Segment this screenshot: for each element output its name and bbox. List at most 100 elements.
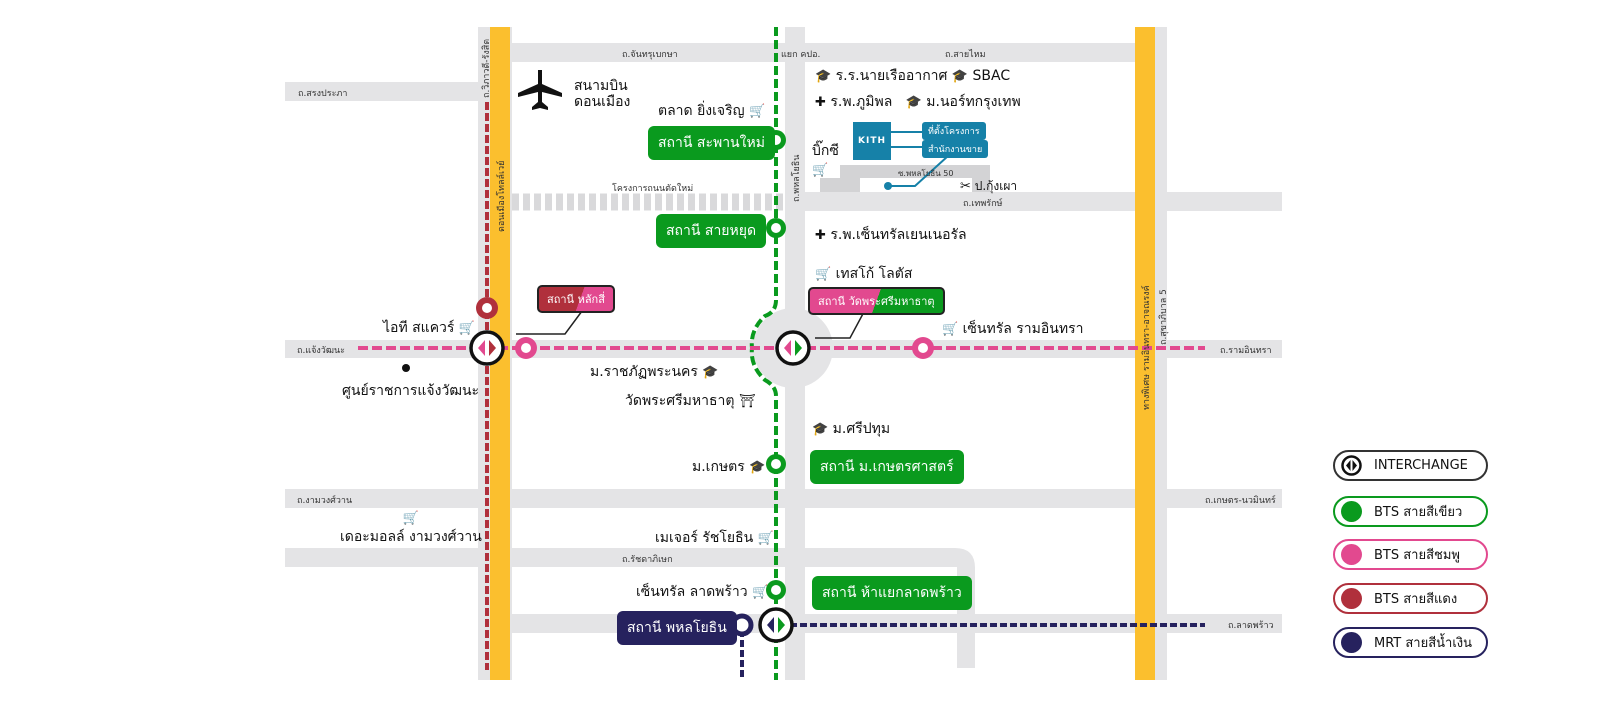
utensils-icon: ✂: [960, 179, 971, 194]
poi-it-square: ไอที สแควร์ 🛒: [383, 317, 475, 339]
legend-bts-red: BTS สายสีแดง: [1333, 583, 1488, 614]
green-dot-icon: [1341, 501, 1362, 522]
poi-tesco: 🛒 เทสโก้ โลตัส: [815, 263, 912, 285]
interchange-icons: [469, 330, 811, 643]
poi-rajabhat: ม.ราชภัฏพระนคร 🎓: [590, 361, 719, 383]
road-label: ถ.แจ้งวัฒนะ: [297, 346, 345, 356]
road-label: แยก คปอ.: [781, 50, 821, 60]
airplane-icon: [518, 70, 562, 110]
road-label: ถ.งามวงศ์วาน: [297, 496, 353, 506]
project-logo: KITH: [853, 122, 891, 160]
station-lak-si[interactable]: สถานี หลักสี่: [537, 285, 615, 313]
ram-inthra-expressway: [1135, 27, 1155, 680]
poi-hospital: ✚ ร.พ.ภูมิพล 🎓 ม.นอร์ทกรุงเทพ: [815, 91, 1021, 113]
road-label: ถ.สรงประภา: [298, 89, 348, 99]
legend-label: MRT สายสีน้ำเงิน: [1374, 636, 1473, 651]
poi-label: ม.นอร์ทกรุงเทพ: [926, 94, 1021, 110]
cart-icon: 🛒: [458, 321, 476, 336]
legend-label: BTS สายสีชมพู: [1374, 548, 1460, 563]
gov-center-dot: [402, 364, 410, 372]
poi-label: ไอที สแควร์: [383, 320, 455, 336]
poi-label: ม.ราชภัฏพระนคร: [590, 364, 698, 380]
ratchadaphisek-road: [285, 548, 975, 668]
project-site-tag: ที่ตั้งโครงการ: [922, 122, 986, 140]
poi-label: ม.ศรีปทุม: [832, 421, 891, 437]
poi-label: เซ็นทรัล ลาดพร้าว: [636, 584, 748, 600]
ngam-wong-wan-road: [285, 489, 1282, 508]
graduation-cap-icon: 🎓: [812, 422, 829, 437]
poi-label: เมเจอร์ รัชโยธิน: [655, 530, 754, 546]
road-label: ถ.เกษตร-นวมินทร์: [1205, 496, 1276, 506]
road-label: ถ.รัชดาภิเษก: [622, 555, 673, 565]
chan-kasem-road: [512, 43, 1167, 62]
thep-rak-road: [790, 192, 1282, 211]
legend-bts-pink: BTS สายสีชมพู: [1333, 539, 1488, 570]
poi-label: ป.กุ้งเผา: [974, 179, 1018, 193]
red-dot-icon: [1341, 588, 1362, 609]
poi-major: เมเจอร์ รัชโยธิน 🛒: [655, 527, 774, 549]
poi-restaurant: ✂ ป.กุ้งเผา: [960, 177, 1017, 196]
plus-icon: ✚: [815, 228, 826, 243]
interchange-icon: [1341, 455, 1362, 476]
poi-label: เทสโก้ โลตัส: [835, 266, 913, 282]
navy-dot-icon: [1341, 632, 1362, 653]
road-label: ทางพิเศษ รามอินทรา-อาจณรงค์: [1142, 285, 1152, 410]
poi-hospital: ✚ ร.พ.เซ็นทรัลเยนเนอรัล: [815, 224, 967, 246]
station-wat-phra-sri[interactable]: สถานี วัดพระศรีมหาธาตุ: [808, 287, 945, 315]
poi-label: ม.เกษตร: [692, 459, 745, 475]
soi-50-road: [820, 165, 990, 192]
road-label: ถ.รามอินทรา: [1220, 346, 1272, 356]
cart-icon: 🛒: [752, 585, 769, 600]
song-prapa-road: [285, 82, 478, 101]
cart-icon: 🛒: [942, 322, 959, 337]
legend-label: BTS สายสีแดง: [1374, 592, 1458, 607]
graduation-cap-icon: 🎓: [905, 95, 922, 110]
station-kasetsart[interactable]: สถานี ม.เกษตรศาสตร์: [810, 450, 964, 484]
poi-label: SBAC: [972, 68, 1011, 84]
legend-label: INTERCHANGE: [1374, 458, 1468, 473]
road-label: ดอนเมืองโทลล์เวย์: [497, 160, 507, 232]
road-label: ซ.พหลโยธิน 50: [898, 169, 954, 178]
sales-office-tag: สำนักงานขาย: [922, 140, 989, 158]
graduation-cap-icon: 🎓: [749, 460, 766, 475]
poi-label: ตลาด ยิ่งเจริญ: [658, 103, 745, 119]
poi-airport: สนามบิน ดอนเมือง: [574, 78, 631, 110]
poi-market: ตลาด ยิ่งเจริญ 🛒: [658, 100, 765, 122]
interchange-icon: [758, 607, 794, 643]
poi-label: เซ็นทรัล รามอินทรา: [962, 321, 1084, 337]
interchange-icon: [469, 330, 505, 366]
graduation-cap-icon: 🎓: [815, 69, 832, 84]
cart-icon: 🛒: [402, 511, 420, 526]
road-label: ถ.สุขาภิบาล 5: [1159, 289, 1169, 345]
temple-icon: ⛩: [738, 394, 756, 409]
legend-mrt-blue: MRT สายสีน้ำเงิน: [1333, 627, 1488, 658]
poi-label: ร.ร.นายเรืออากาศ: [835, 68, 948, 84]
poi-label: วัดพระศรีมหาธาตุ: [625, 393, 735, 409]
legend-interchange: INTERCHANGE: [1333, 450, 1488, 481]
poi-label: บิ๊กซี: [812, 143, 839, 159]
road-label: ถ.สายไหม: [945, 50, 986, 60]
station-sai-yud[interactable]: สถานี สายหยุด: [656, 214, 767, 248]
poi-central-lat: เซ็นทรัล ลาดพร้าว 🛒: [636, 581, 768, 603]
station-ha-yaek[interactable]: สถานี ห้าแยกลาดพร้าว: [812, 576, 972, 610]
poi-school: 🎓 ร.ร.นายเรืออากาศ 🎓 SBAC: [815, 65, 1010, 87]
poi-wat: วัดพระศรีมหาธาตุ ⛩: [625, 390, 755, 412]
road-label: ถ.พหลโยธิน: [792, 154, 802, 202]
poi-sripatum: 🎓 ม.ศรีปทุม: [812, 418, 890, 440]
road-label: ถ.ลาดพร้าว: [1228, 621, 1274, 631]
poi-central-ram: 🛒 เซ็นทรัล รามอินทรา: [942, 318, 1083, 340]
poi-kaset: ม.เกษตร 🎓: [692, 456, 765, 478]
plus-icon: ✚: [815, 95, 826, 110]
poi-label: ร.พ.ภูมิพล: [830, 94, 893, 110]
pink-dot-icon: [1341, 544, 1362, 565]
station-phahon[interactable]: สถานี พหลโยธิน: [617, 611, 737, 645]
poi-mall: 🛒เดอะมอลล์ งามวงศ์วาน: [340, 510, 482, 548]
road-label: โครงการถนนตัดใหม่: [612, 184, 694, 194]
callout-lines: [516, 131, 949, 339]
poi-big-c: บิ๊กซี 🛒: [812, 140, 839, 178]
cart-icon: 🛒: [749, 104, 766, 119]
cart-icon: 🛒: [812, 163, 829, 178]
legend-label: BTS สายสีเขียว: [1374, 505, 1463, 520]
station-saphan-mai[interactable]: สถานี สะพานใหม่: [648, 126, 775, 160]
